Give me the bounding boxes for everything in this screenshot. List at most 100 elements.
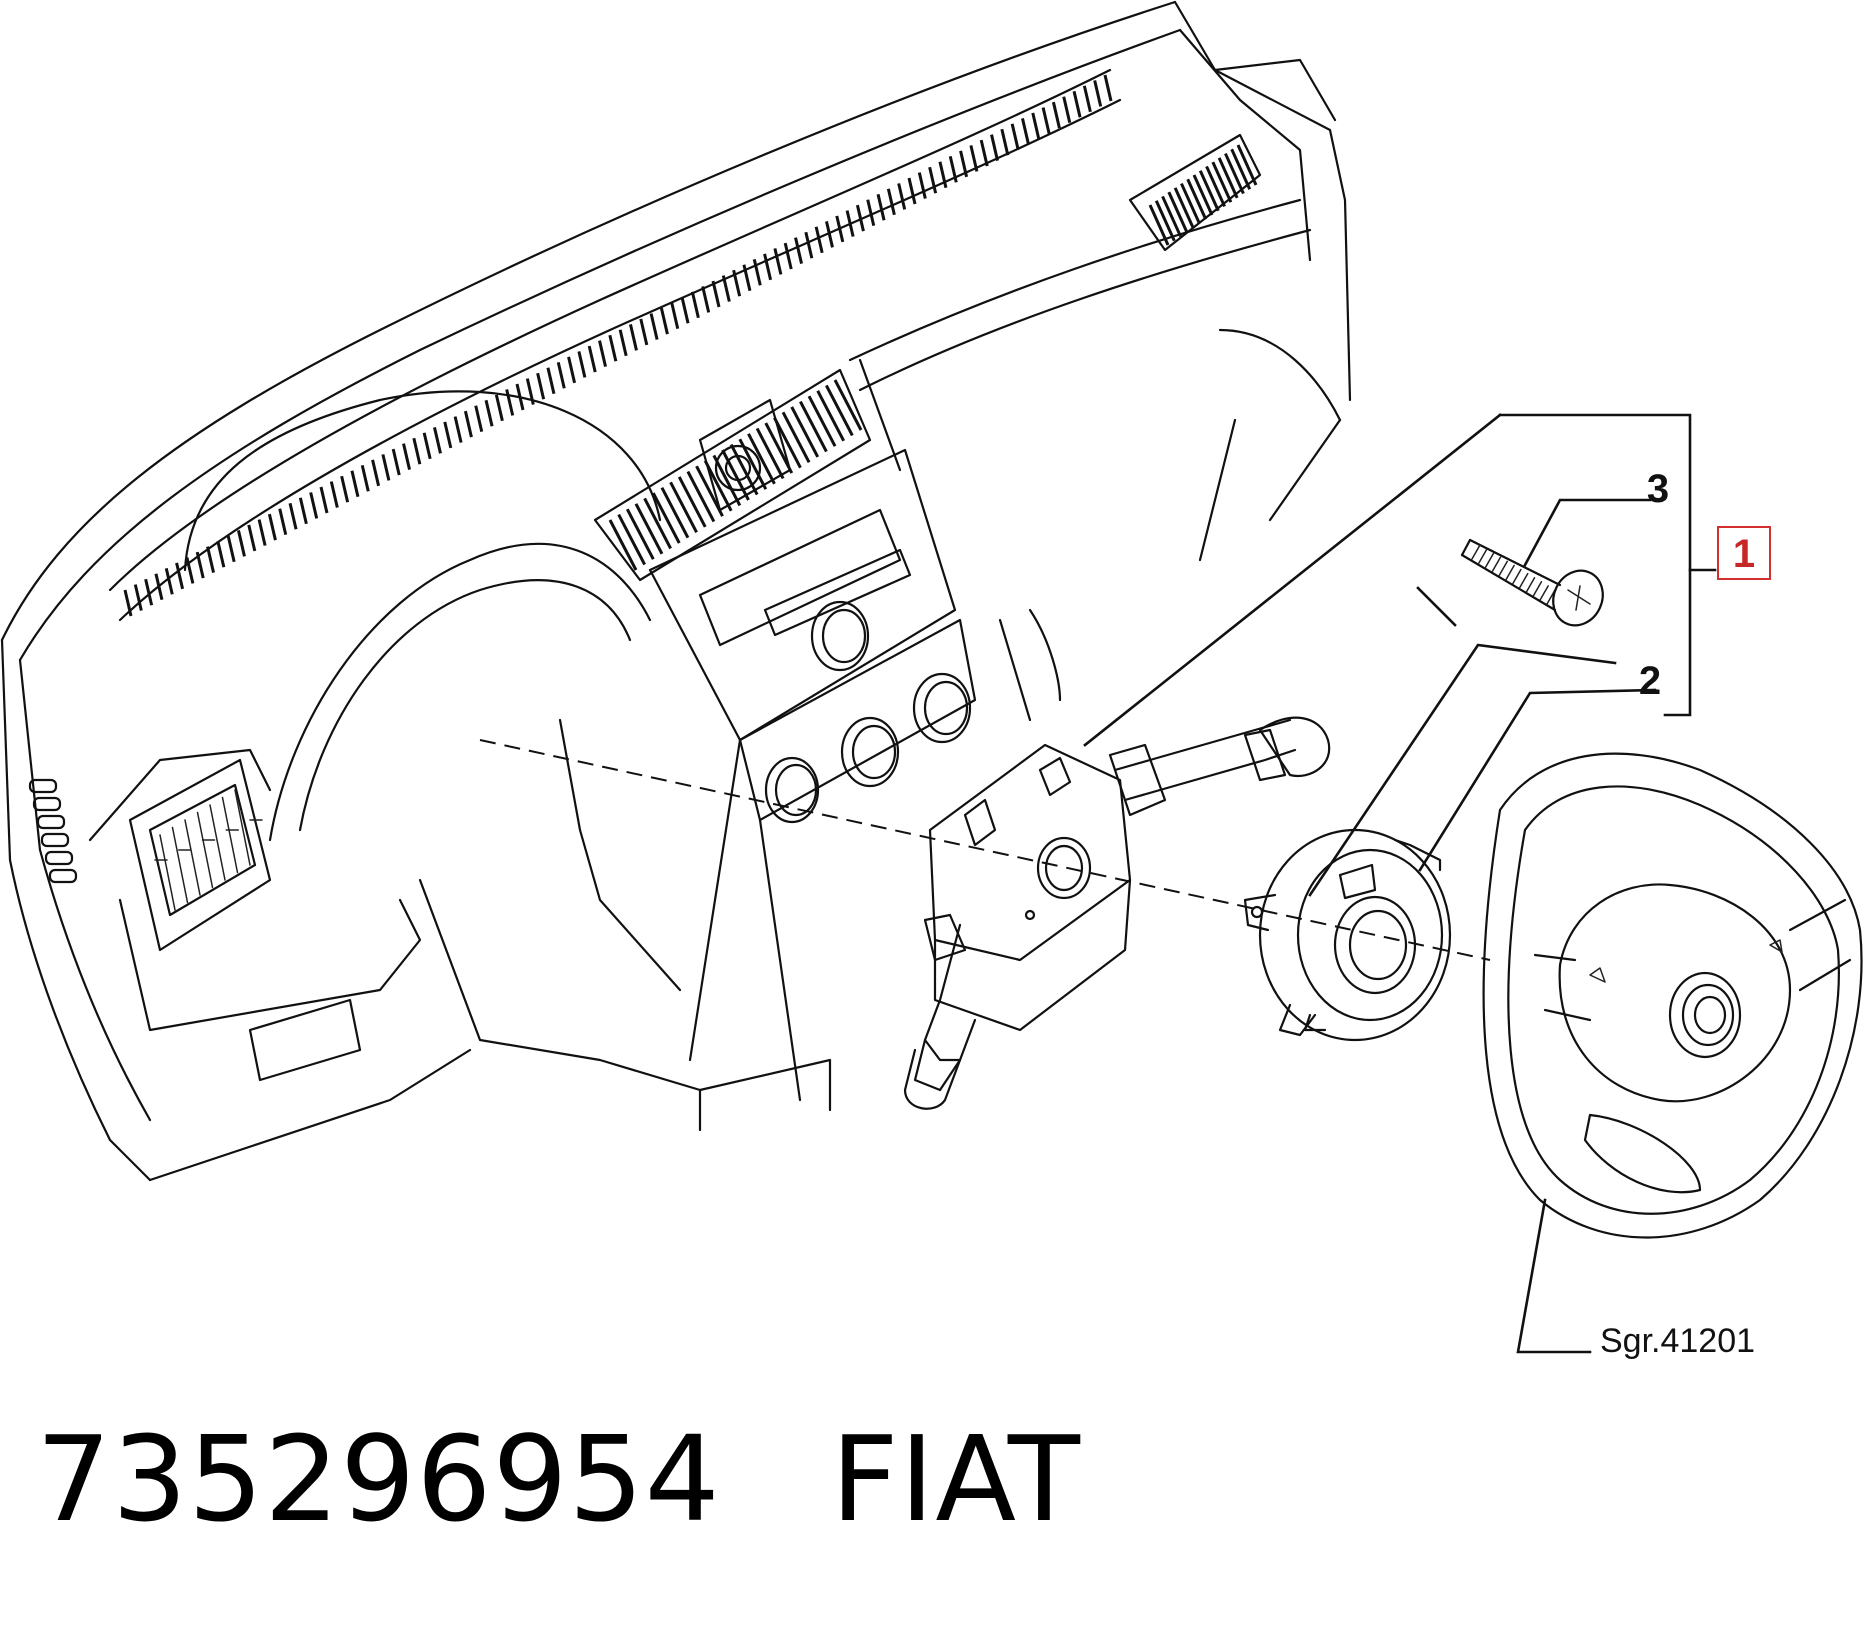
hatch-line xyxy=(1478,548,1488,564)
hatch-line xyxy=(608,519,638,571)
hatch-line xyxy=(752,258,762,286)
hatch-line xyxy=(729,443,759,496)
hatch-line xyxy=(1236,144,1258,186)
hatch-line xyxy=(917,172,927,199)
center-air-vents xyxy=(593,368,872,582)
hatch-line xyxy=(144,578,154,606)
hatch-line xyxy=(1498,560,1509,577)
hatch-line xyxy=(790,406,820,458)
hatch-line xyxy=(825,221,834,248)
hatch-line xyxy=(175,562,185,590)
hatch-line xyxy=(686,470,716,523)
part-number: 735296954 xyxy=(36,1410,721,1548)
hatch-line xyxy=(669,481,698,533)
hatch-line xyxy=(298,497,308,525)
hatch-line xyxy=(412,437,422,465)
hatch-line xyxy=(484,399,494,427)
hatch-line xyxy=(1512,568,1522,585)
vent-slot xyxy=(40,832,70,848)
hatch-line xyxy=(711,280,721,308)
hatch-line xyxy=(794,237,803,264)
dashboard-drawing xyxy=(0,0,1352,1182)
hatch-line xyxy=(680,296,690,324)
hatch-line xyxy=(1062,96,1072,124)
hatch-line xyxy=(670,302,680,330)
hatch-line xyxy=(123,589,133,617)
hatch-line xyxy=(221,796,239,874)
hatch-line xyxy=(360,464,370,492)
hatch-line xyxy=(747,433,776,485)
hatch-line xyxy=(319,486,329,514)
vent-slot xyxy=(36,814,66,830)
hatch-line xyxy=(1211,161,1233,203)
hatch-line xyxy=(695,465,724,517)
hvac-knob-top xyxy=(810,600,870,672)
steering-column-combination-switch xyxy=(903,716,1331,1110)
hatch-line xyxy=(1010,123,1020,151)
hatch-line xyxy=(866,199,876,227)
hatch-line xyxy=(381,454,391,481)
hatch-line xyxy=(651,492,681,544)
callout-3: 3 xyxy=(1647,467,1669,511)
hatch-line xyxy=(1224,152,1245,195)
hatch-line xyxy=(1093,80,1103,107)
hatch-line xyxy=(1161,195,1182,238)
group-reference-label: Sgr.41201 xyxy=(1600,1322,1755,1360)
callout-1: 1 xyxy=(1733,532,1755,576)
hatch-line xyxy=(639,318,649,346)
steering-wheel xyxy=(1482,752,1863,1239)
callout-1-highlight-box xyxy=(1717,526,1771,580)
hatch-line xyxy=(876,193,886,221)
hatch-line xyxy=(755,427,785,480)
hatch-line xyxy=(763,253,773,281)
hatch-line xyxy=(267,513,277,541)
hatch-line xyxy=(625,508,655,560)
hatch-line xyxy=(474,405,484,433)
hatch-line xyxy=(1205,165,1226,208)
hatch-line xyxy=(807,395,837,447)
hatch-line xyxy=(938,161,948,189)
hatch-line xyxy=(1532,581,1543,597)
hatch-line xyxy=(209,804,226,881)
hatch-line xyxy=(1167,191,1189,233)
hatch-line xyxy=(184,819,201,896)
hatch-line xyxy=(206,546,215,573)
hatch-line xyxy=(159,834,176,911)
hatch-line xyxy=(732,269,742,297)
hatch-line xyxy=(845,210,855,237)
hatch-line xyxy=(1051,101,1061,129)
hatch-line xyxy=(1491,556,1502,573)
hatch-line xyxy=(1198,170,1220,212)
hatch-line xyxy=(643,497,672,550)
hatch-line xyxy=(1484,552,1495,568)
hatch-line xyxy=(133,584,143,611)
hatch-line xyxy=(329,481,339,508)
hvac-knob-left xyxy=(764,756,820,824)
hatch-line xyxy=(608,334,618,362)
hatch-line xyxy=(371,459,381,487)
hatch-line xyxy=(634,503,664,555)
hatch-line xyxy=(453,416,463,443)
center-console xyxy=(648,448,977,1102)
hatch-line xyxy=(556,361,566,389)
hatch-line xyxy=(340,475,350,503)
hatch-line xyxy=(237,530,246,557)
hatch-line xyxy=(816,390,846,442)
hatch-line xyxy=(712,454,742,507)
hatch-line xyxy=(1021,118,1030,145)
hatch-line xyxy=(886,188,896,216)
hatch-line xyxy=(617,513,646,566)
hatch-line xyxy=(402,443,411,470)
right-air-vent xyxy=(1128,133,1262,252)
hatch-line xyxy=(742,264,752,292)
hvac-knob-center xyxy=(840,716,900,788)
hatch-line xyxy=(577,351,587,378)
hatch-line xyxy=(1525,576,1536,593)
hatch-line xyxy=(629,324,638,351)
hatch-line xyxy=(897,183,907,210)
hatch-line xyxy=(990,134,999,161)
hvac-knob-right xyxy=(912,672,972,744)
leader-lines xyxy=(1083,413,1717,1354)
